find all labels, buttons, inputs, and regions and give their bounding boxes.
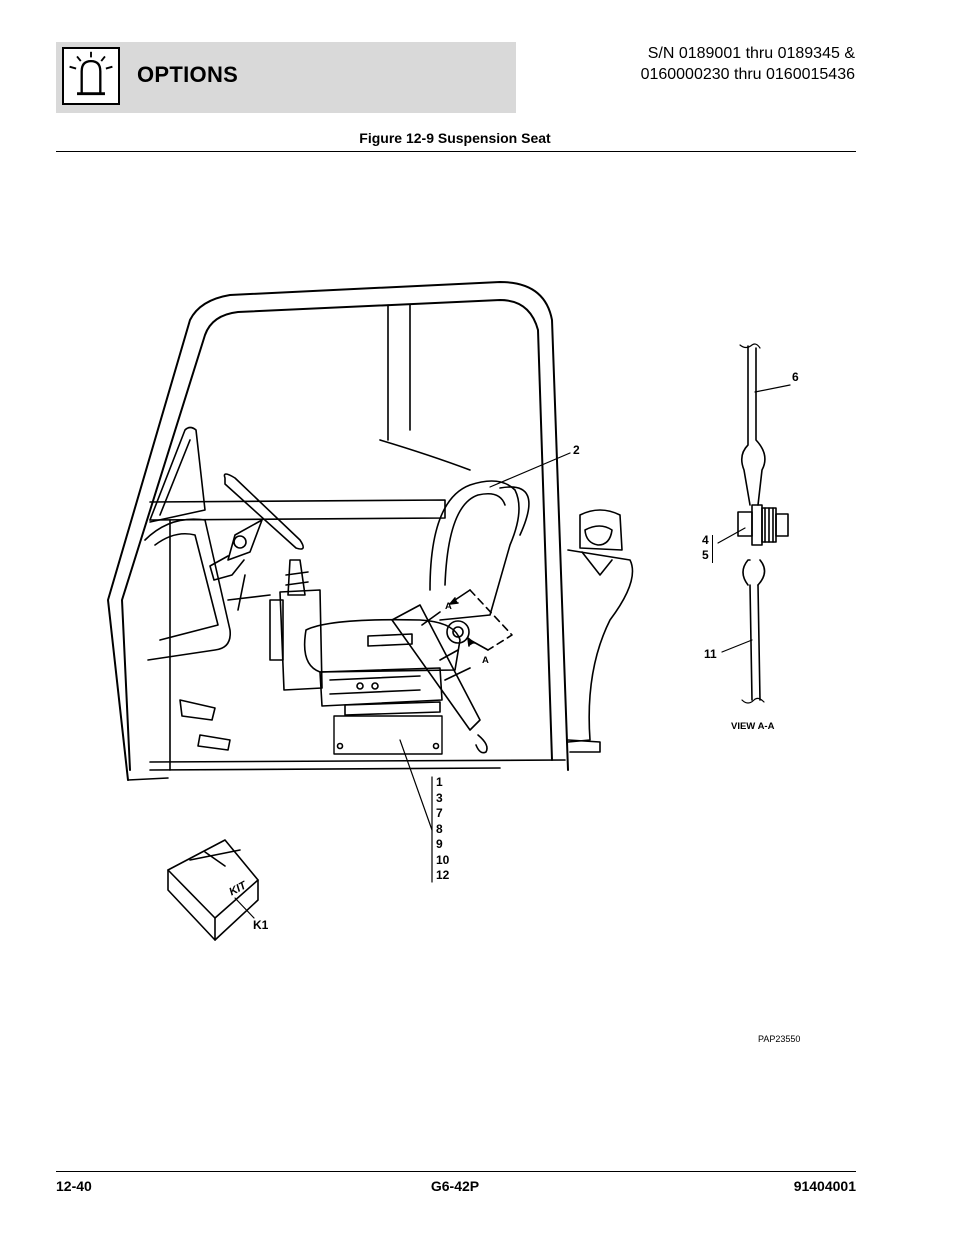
callout-2: 2 xyxy=(573,443,580,457)
view-a-a-label: VIEW A-A xyxy=(731,721,775,732)
page-number: 12-40 xyxy=(56,1178,92,1194)
callout-4: 4 xyxy=(702,533,709,547)
callout-5: 5 xyxy=(702,548,709,562)
callout-stack: 1 3 7 8 9 10 12 xyxy=(436,775,449,884)
serial-range: S/N 0189001 thru 0189345 & 0160000230 th… xyxy=(641,43,855,85)
serial-line-1: S/N 0189001 thru 0189345 & xyxy=(647,45,855,62)
callout-10: 10 xyxy=(436,852,450,867)
callout-9: 9 xyxy=(436,837,443,851)
document-number: 91404001 xyxy=(793,1178,856,1194)
beacon-light-icon xyxy=(62,47,120,105)
header-rule xyxy=(56,151,856,152)
callout-7: 7 xyxy=(436,806,443,820)
header-band xyxy=(56,42,516,113)
callout-11: 11 xyxy=(704,647,717,661)
callout-k1: K1 xyxy=(253,918,269,932)
section-marker-bottom: A xyxy=(482,655,489,666)
callout-12: 12 xyxy=(436,868,450,882)
figure-title: Figure 12-9 Suspension Seat xyxy=(359,130,551,146)
section-title: OPTIONS xyxy=(137,62,239,87)
footer-rule xyxy=(56,1171,856,1172)
drawing-reference-code: PAP23550 xyxy=(758,1034,801,1044)
callout-1: 1 xyxy=(436,775,443,789)
section-marker-top: A xyxy=(445,601,452,612)
callout-4-5-bracket xyxy=(712,535,713,563)
callout-6: 6 xyxy=(792,370,799,384)
callout-8: 8 xyxy=(436,821,443,836)
serial-line-2: 0160000230 thru 0160015436 xyxy=(640,66,855,83)
callout-3: 3 xyxy=(436,790,443,805)
model-number: G6-42P xyxy=(430,1178,480,1194)
